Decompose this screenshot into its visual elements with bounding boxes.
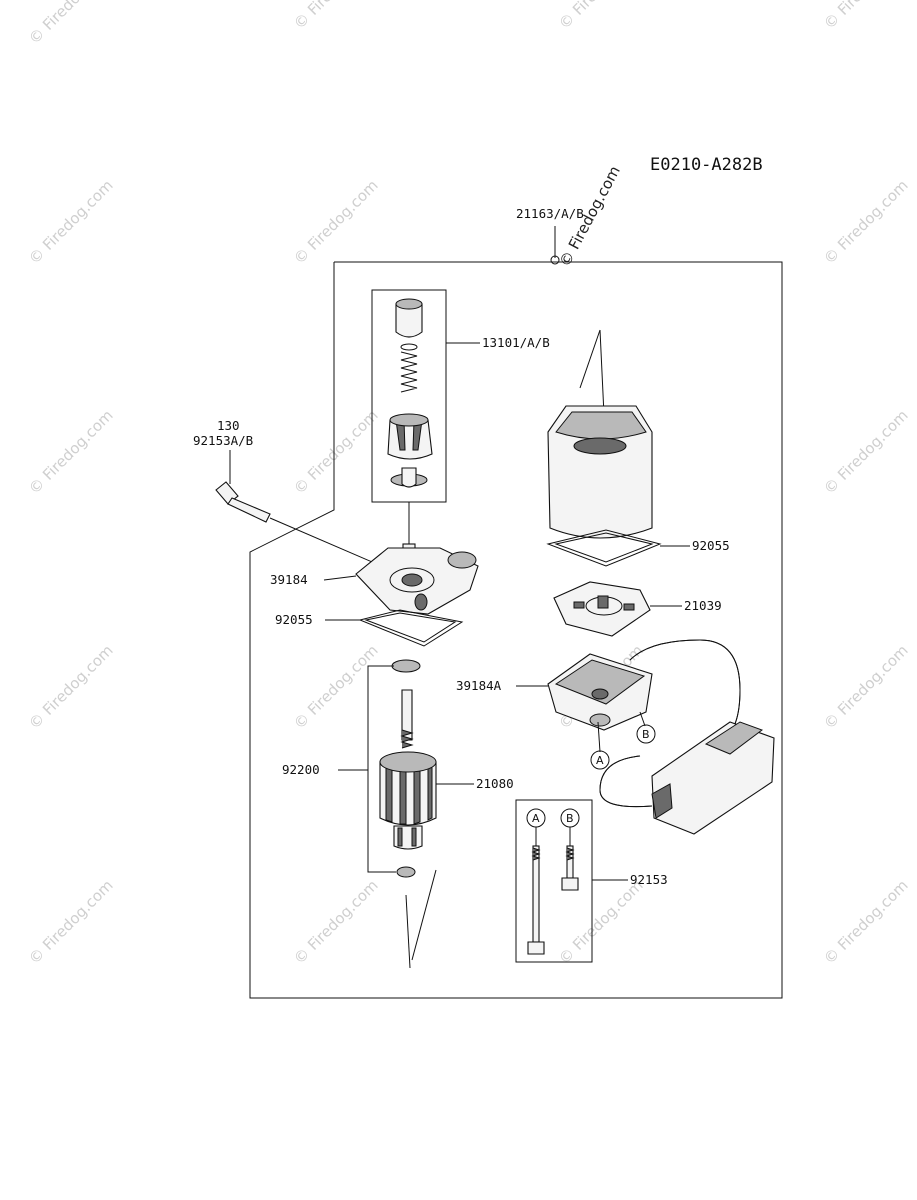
- shaft-spline: [400, 729, 414, 749]
- brush-right: [623, 603, 635, 611]
- leader-callout-a: [597, 721, 601, 753]
- drive-end-housing-part: [355, 547, 479, 615]
- leader-callout-b: [639, 711, 646, 727]
- assembly-frame: [249, 261, 783, 999]
- gear-top: [389, 413, 429, 427]
- label-92055-right: 92055: [692, 538, 730, 553]
- armature-top: [379, 751, 437, 773]
- yoke-housing-part: [547, 405, 653, 539]
- pinion-bushing: [401, 467, 417, 488]
- bolt-a-thread: [531, 847, 541, 861]
- watermark: © Firedog.com: [25, 641, 117, 733]
- watermark: © Firedog.com: [290, 406, 382, 498]
- watermark: © Firedog.com: [25, 406, 117, 498]
- housing-lug: [447, 551, 477, 569]
- label-21163: 21163/A/B: [516, 206, 584, 221]
- callout-b-circle: [636, 724, 656, 744]
- axis-break-yoke: [579, 329, 601, 389]
- switch-box-body: [651, 721, 775, 835]
- axis-break-line: [405, 894, 411, 969]
- bolt-a-head: [527, 941, 545, 955]
- end-cap-part: [547, 653, 653, 731]
- gasket-right-part: [546, 529, 662, 567]
- housing-boss: [414, 593, 428, 611]
- end-cap-inner: [554, 659, 646, 705]
- housing-bore-inner: [401, 573, 423, 587]
- label-92153: 92153: [630, 872, 668, 887]
- watermark: © Firedog.com: [820, 176, 912, 268]
- gasket-left-part: [358, 609, 464, 647]
- end-cap-boss: [591, 688, 609, 700]
- watermark: © Firedog.com: [290, 176, 382, 268]
- callout-a-text: A: [596, 754, 604, 767]
- watermark: © Firedog.com: [820, 0, 912, 33]
- brush-plate-part: [553, 581, 651, 637]
- callout-b-box-text: B: [566, 812, 574, 825]
- armature-shaft: [401, 689, 413, 741]
- axis-break-line-2: [411, 869, 437, 961]
- label-13101: 13101/A/B: [482, 335, 550, 350]
- collar-top: [395, 298, 423, 310]
- watermark: © Firedog.com: [290, 0, 382, 33]
- axis-line-yoke: [599, 329, 605, 416]
- watermark: © Firedog.com: [820, 876, 912, 968]
- watermark: © Firedog.com: [290, 876, 382, 968]
- cable-lower-inner: [599, 755, 653, 808]
- brush-plate-body: [553, 581, 651, 637]
- armature-core: [379, 761, 437, 826]
- armature-part: [379, 659, 437, 878]
- cable-inner: [629, 639, 741, 741]
- label-39184: 39184: [270, 572, 308, 587]
- gasket-left-inner: [364, 612, 457, 643]
- housing-bore: [389, 567, 435, 593]
- label-92055-left: 92055: [275, 612, 313, 627]
- watermark: © Firedog.com: [25, 176, 117, 268]
- brush-holder: [597, 595, 609, 609]
- label-21039: 21039: [684, 598, 722, 613]
- bolt-b-thread: [565, 847, 575, 861]
- callout-a-circle: [590, 750, 610, 770]
- brush-left: [573, 601, 585, 609]
- yoke-body: [547, 405, 653, 539]
- watermark: © Firedog.com: [25, 0, 117, 48]
- switch-box-part: [651, 721, 775, 835]
- switch-box-plug: [651, 783, 673, 819]
- label-130: 130: [217, 418, 240, 433]
- bolts-box: [515, 799, 593, 963]
- label-39184a: 39184A: [456, 678, 502, 693]
- callout-b-text: B: [642, 728, 650, 741]
- label-92153ab: 92153A/B: [193, 433, 253, 448]
- armature-washer-bottom: [396, 866, 416, 878]
- end-cap-bearing: [589, 713, 611, 727]
- bracket-92200: [367, 665, 396, 873]
- yoke-opening: [555, 411, 647, 440]
- spring-part: [400, 351, 418, 393]
- pinion-assembly: [387, 298, 433, 488]
- circlip-part: [400, 343, 418, 351]
- gasket-right-inner: [554, 532, 654, 563]
- watermark: © Firedog.com: [555, 0, 647, 33]
- watermark-layer: © Firedog.com © Firedog.com © Firedog.co…: [25, 0, 912, 968]
- callout-a-box-text: A: [532, 812, 540, 825]
- yoke-inner: [573, 437, 627, 455]
- bolt-a-shank: [532, 845, 540, 943]
- switch-box-button: [704, 721, 764, 755]
- label-92200: 92200: [282, 762, 320, 777]
- watermark: © Firedog.com: [820, 406, 912, 498]
- commutator-bars: [397, 827, 417, 847]
- bolt-b-head: [561, 877, 579, 891]
- bolt-shank: [227, 497, 271, 523]
- label-21080: 21080: [476, 776, 514, 791]
- bolt-b-part: [561, 845, 579, 891]
- leader-39184: [323, 575, 357, 581]
- armature-washer-top: [391, 659, 421, 673]
- diagram-code: E0210-A282B: [650, 155, 763, 175]
- ring-marker: [550, 255, 560, 265]
- watermark: © Firedog.com: [820, 641, 912, 733]
- bolt-a-part: [527, 845, 545, 955]
- watermark: © Firedog.com: [25, 876, 117, 968]
